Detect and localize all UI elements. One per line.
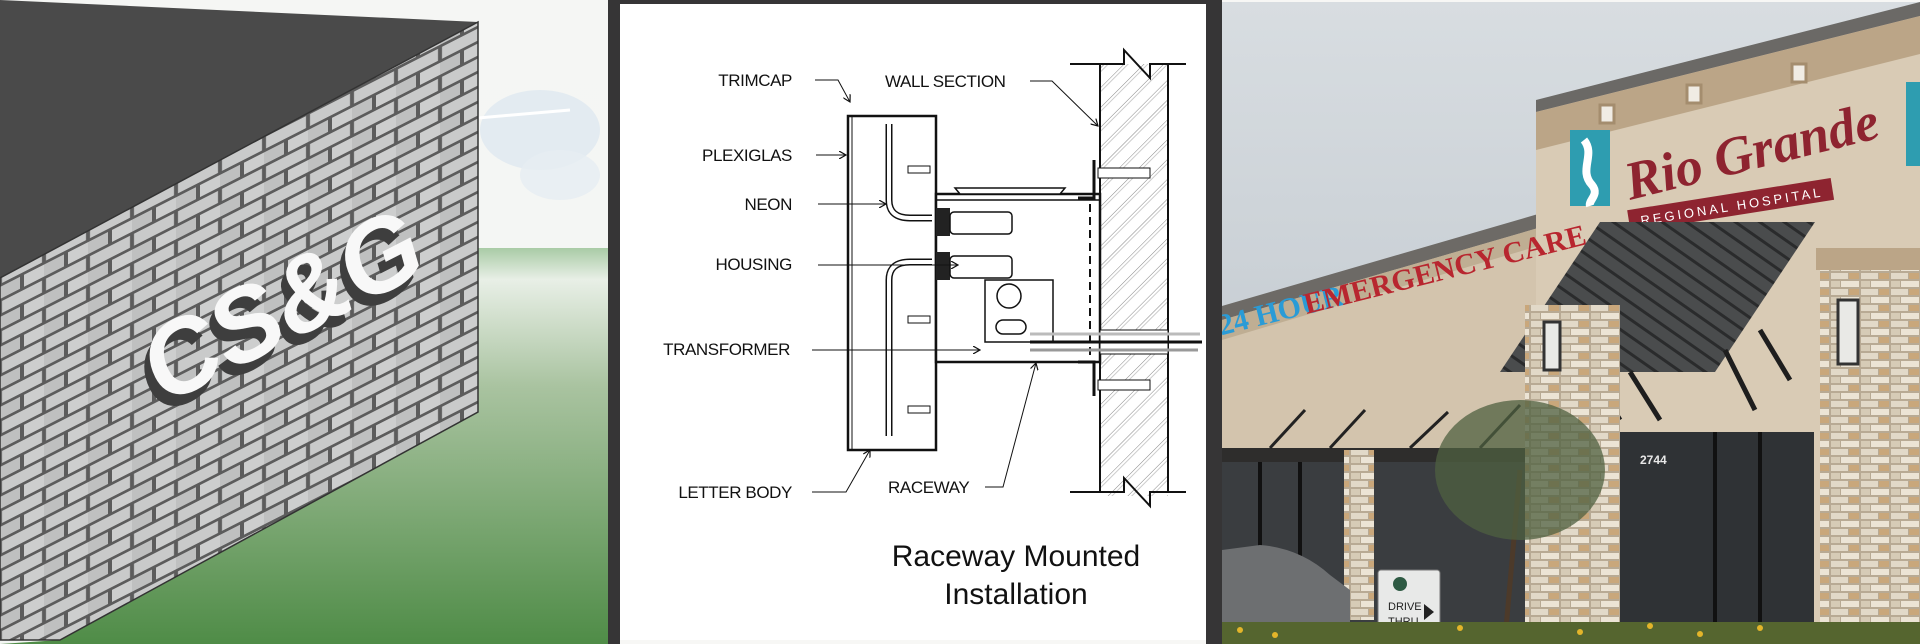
panel-divider: [608, 2, 620, 644]
label-letter-body: LETTER BODY: [678, 483, 792, 502]
storefront-photo-panel: Rio Grande REGIONAL HOSPITAL 24 HOUR EME…: [1222, 2, 1920, 644]
arrow-right-icon: [1424, 604, 1434, 620]
address-number: 2744: [1640, 453, 1667, 467]
diagram-panel: TRIMCAP PLEXIGLAS NEON HOUSING TRANSFORM…: [620, 4, 1206, 640]
label-trimcap: TRIMCAP: [718, 71, 792, 90]
caption-line-2: Installation: [944, 578, 1087, 611]
raceway-section-diagram: TRIMCAP PLEXIGLAS NEON HOUSING TRANSFORM…: [663, 47, 1202, 611]
label-wall-section: WALL SECTION: [885, 72, 1006, 91]
label-neon: NEON: [744, 195, 792, 214]
caption-line-1: Raceway Mounted: [892, 540, 1140, 573]
label-plexiglas: PLEXIGLAS: [702, 146, 792, 165]
label-raceway: RACEWAY: [888, 478, 969, 497]
brick-wall-render: CS&G CS&G: [0, 0, 608, 644]
panel-divider: [1206, 2, 1222, 644]
svg-text:DRIVE: DRIVE: [1388, 601, 1422, 613]
frame-top-rule: [608, 0, 1222, 4]
render-panel: CS&G CS&G: [0, 0, 608, 644]
label-transformer: TRANSFORMER: [663, 340, 790, 359]
label-housing: HOUSING: [715, 255, 792, 274]
hospital-storefront-photo: Rio Grande REGIONAL HOSPITAL 24 HOUR EME…: [1222, 2, 1920, 644]
